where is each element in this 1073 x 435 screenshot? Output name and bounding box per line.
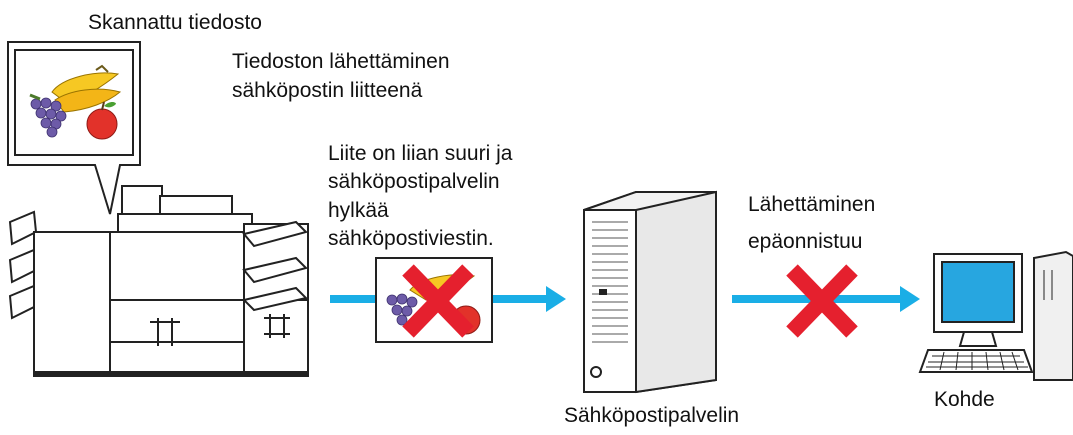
send-description-line2: sähköpostin liitteenä bbox=[232, 79, 423, 102]
scanned-file-label: Skannattu tiedosto bbox=[88, 11, 262, 34]
error-description-line4: sähköpostiviestin. bbox=[328, 227, 494, 250]
fail-description-line2: epäonnistuu bbox=[748, 230, 863, 253]
red-cross-icon bbox=[786, 264, 858, 338]
server-label: Sähköpostipalvelin bbox=[564, 404, 740, 427]
send-description-line1: Tiedoston lähettäminen bbox=[232, 50, 450, 73]
error-description-line2: sähköpostipalvelin bbox=[328, 170, 500, 193]
red-cross-icon bbox=[402, 264, 474, 338]
multifunction-printer-icon bbox=[8, 185, 309, 377]
scanned-document-icon bbox=[7, 41, 141, 215]
mail-server-tower-icon bbox=[583, 190, 717, 394]
fail-description-line1: Lähettäminen bbox=[748, 193, 876, 216]
rejected-attachment-icon bbox=[375, 257, 493, 343]
error-description-line3: hylkää bbox=[328, 199, 389, 222]
desktop-computer-icon bbox=[918, 250, 1073, 381]
error-description-line1: Liite on liian suuri ja bbox=[328, 142, 513, 165]
destination-label: Kohde bbox=[934, 388, 995, 411]
